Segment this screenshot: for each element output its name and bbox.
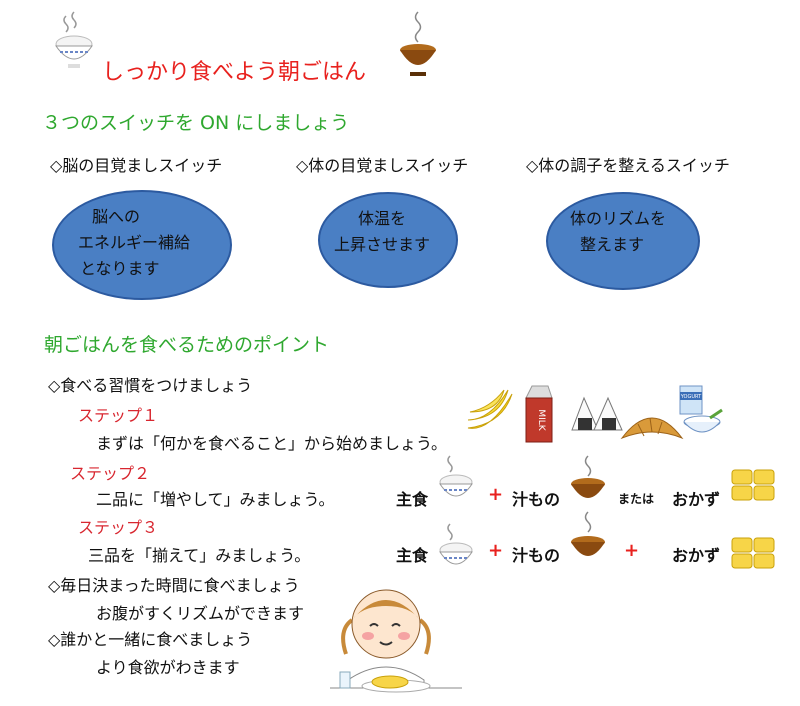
oval-brain-line2: エネルギー補給 bbox=[78, 233, 191, 252]
oval-body-line1: 体温を bbox=[358, 209, 407, 228]
combo3-staple: 主食 bbox=[396, 546, 429, 565]
step3-label: ステップ３ bbox=[78, 518, 159, 537]
step3-text: 三品を「揃えて」みましょう。 bbox=[88, 546, 311, 565]
oval-brain-line1: 脳への bbox=[92, 207, 141, 226]
milk-label: MILK bbox=[536, 409, 546, 431]
rice-ball-icon bbox=[571, 396, 623, 431]
switch-section-heading: ３つのスイッチを ON にしましょう bbox=[42, 112, 350, 134]
combo2-egg-roll-icon bbox=[731, 469, 775, 501]
combo2-staple: 主食 bbox=[396, 490, 429, 509]
combo2-soup-bowl-icon bbox=[571, 455, 605, 498]
combo2-or: または bbox=[618, 492, 655, 506]
combo3-plus-2: + bbox=[624, 540, 640, 561]
step1-text: まずは「何かを食べること」から始めましょう。 bbox=[96, 434, 448, 453]
page-title: しっかり食べよう朝ごはん bbox=[102, 60, 367, 85]
step2-label: ステップ２ bbox=[70, 464, 151, 483]
milk-carton-icon: MILK bbox=[525, 385, 553, 443]
combo3-egg-roll-icon bbox=[731, 537, 775, 569]
combo2-rice-bowl-icon bbox=[439, 455, 473, 497]
point-together: ◇誰かと一緒に食べましょう bbox=[48, 630, 253, 649]
combo2-side: おかず bbox=[672, 490, 721, 509]
point-habit: ◇食べる習慣をつけましょう bbox=[48, 376, 253, 395]
banana-icon bbox=[467, 389, 513, 429]
step1-label: ステップ１ bbox=[78, 406, 159, 425]
combo3-soup: 汁もの bbox=[512, 546, 561, 565]
combo2-plus: + bbox=[488, 484, 504, 505]
croissant-icon bbox=[620, 417, 684, 440]
point-time-sub: お腹がすくリズムができます bbox=[96, 604, 305, 623]
oval-condition-line1: 体のリズムを bbox=[570, 209, 667, 228]
point-together-sub: より食欲がわきます bbox=[96, 658, 240, 677]
switch-label-body: ◇体の目覚ましスイッチ bbox=[296, 156, 469, 175]
point-time: ◇毎日決まった時間に食べましょう bbox=[48, 576, 300, 595]
oval-body bbox=[318, 192, 458, 288]
yogurt-icon: YOGURT bbox=[679, 385, 723, 433]
combo2-soup: 汁もの bbox=[512, 490, 561, 509]
combo3-plus-1: + bbox=[488, 540, 504, 561]
combo3-side: おかず bbox=[672, 546, 721, 565]
oval-condition bbox=[546, 192, 700, 290]
oval-body-line2: 上昇させます bbox=[334, 235, 431, 254]
oval-condition-line2: 整えます bbox=[580, 235, 645, 254]
step2-text: 二品に「増やして」みましょう。 bbox=[96, 490, 335, 509]
combo3-rice-bowl-icon bbox=[439, 523, 473, 565]
girl-eating-illustration bbox=[330, 589, 462, 693]
soup-bowl-icon bbox=[400, 11, 436, 76]
oval-brain-line3: となります bbox=[80, 259, 160, 278]
rice-bowl-icon bbox=[55, 11, 93, 68]
combo3-soup-bowl-icon bbox=[571, 511, 605, 556]
switch-label-condition: ◇体の調子を整えるスイッチ bbox=[526, 156, 730, 175]
yogurt-label: YOGURT bbox=[680, 394, 702, 400]
points-section-heading: 朝ごはんを食べるためのポイント bbox=[44, 334, 330, 356]
oval-brain bbox=[52, 190, 232, 300]
switch-label-brain: ◇脳の目覚ましスイッチ bbox=[50, 156, 223, 175]
